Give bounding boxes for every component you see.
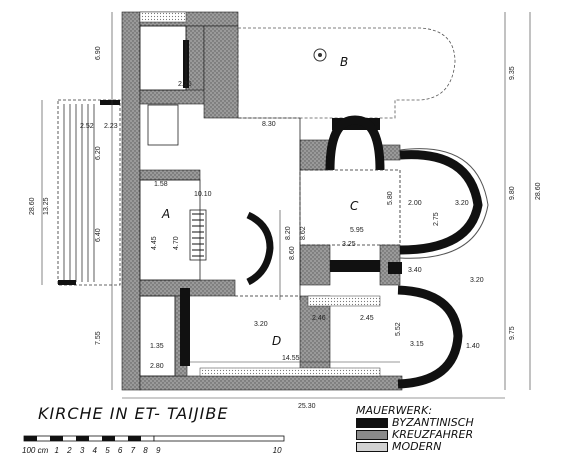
- dim-label: 9.35: [509, 66, 516, 80]
- scale-tick: 9: [155, 446, 161, 455]
- dim-label: 6.90: [95, 46, 102, 60]
- dim-label: 8.60: [289, 246, 296, 260]
- dim-label: 5.80: [387, 191, 394, 205]
- scale-tick: 2: [67, 446, 72, 455]
- dim-label: 6.20: [95, 146, 102, 160]
- legend-swatch-modern: [356, 442, 388, 452]
- dim-label: 2.80: [150, 363, 164, 370]
- scale-tick: 8: [143, 446, 148, 455]
- dim-label: 1.40: [466, 343, 480, 350]
- dim-label: 2.46: [312, 315, 326, 322]
- dim-label: 2.00: [408, 200, 422, 207]
- dim-label: 3.40: [408, 267, 422, 274]
- courtyard-b: [237, 27, 456, 119]
- dim-label: 8.20: [285, 226, 292, 240]
- dim-label: 2.45: [360, 315, 374, 322]
- legend: MAUERWERK: BYZANTINISCH KREUZFAHRER MODE…: [356, 405, 474, 453]
- legend-item: KREUZFAHRER: [356, 429, 474, 441]
- legend-item: MODERN: [356, 441, 474, 453]
- dim-label: 2.75: [433, 212, 440, 226]
- room-label-b: B: [340, 55, 348, 69]
- scale-tick: 1: [54, 446, 59, 455]
- dim-label: 13.25: [43, 197, 50, 215]
- dim-label: 3.20: [470, 277, 484, 284]
- dim-label: 4.70: [173, 236, 180, 250]
- legend-label: KREUZFAHRER: [392, 428, 474, 441]
- dim-label: 28.60: [535, 182, 542, 200]
- plan-title: KIRCHE IN ET- TAIJIBE: [38, 404, 229, 423]
- dim-label: 3.20: [455, 200, 469, 207]
- dim-label: 5.52: [395, 322, 402, 336]
- apse-c: [325, 115, 385, 171]
- dim-label: 7.55: [95, 331, 102, 345]
- scale-tick: 6: [117, 446, 123, 455]
- dim-label: 10.10: [194, 191, 212, 198]
- dim-label: 2.25: [178, 81, 192, 88]
- scale-tick: 7: [130, 446, 136, 455]
- crusader-walls: [121, 11, 403, 391]
- scale-tick: 3: [79, 446, 85, 455]
- dim-label: 1.35: [150, 343, 164, 350]
- room-label-c: C: [350, 199, 359, 213]
- modern-walls: [139, 11, 381, 377]
- legend-label: MODERN: [392, 440, 442, 453]
- room-label-d: D: [272, 334, 281, 348]
- dim-label: 5.95: [350, 227, 364, 234]
- legend-swatch-crusader: [356, 430, 388, 440]
- dim-label: 8.30: [262, 121, 276, 128]
- legend-swatch-byzantine: [356, 418, 388, 428]
- dimension-lines: [41, 12, 531, 399]
- room-label-a: A: [161, 207, 170, 221]
- legend-item: BYZANTINISCH: [356, 417, 474, 429]
- legend-header: MAUERWERK:: [356, 404, 433, 417]
- left-extension: [57, 99, 121, 286]
- dim-label: 6.40: [95, 228, 102, 242]
- dim-label: 28.60: [29, 197, 36, 215]
- apse-east-lower: [397, 285, 463, 389]
- apse-a: [246, 211, 274, 286]
- dim-label: 9.75: [509, 326, 516, 340]
- dim-label: 1.58: [154, 181, 168, 188]
- dim-label: 8.62: [300, 226, 307, 240]
- dim-label: 2.52: [80, 123, 94, 130]
- scale-tick: 10: [272, 446, 282, 455]
- scale-tick: 5: [105, 446, 110, 455]
- dim-label: 4.45: [151, 236, 158, 250]
- dim-label: 3.15: [410, 341, 424, 348]
- stairs: [192, 213, 204, 257]
- scale-bar: [23, 435, 285, 442]
- dim-label: 9.80: [509, 186, 516, 200]
- interior-outlines: [139, 25, 401, 377]
- dim-label: 3.25: [342, 241, 356, 248]
- scale-tick: 4: [92, 446, 97, 455]
- scale-unit: 100 cm: [22, 446, 49, 455]
- dim-label: 2.23: [104, 123, 118, 130]
- legend-label: BYZANTINISCH: [392, 416, 474, 429]
- scale-labels: 100 cm 1 2 3 4 5 6 7 8 9 10: [22, 446, 282, 455]
- dim-label: 25.30: [298, 403, 316, 410]
- apse-east-upper: [399, 148, 489, 259]
- dim-label: 14.55: [282, 355, 300, 362]
- dim-label: 3.20: [254, 321, 268, 328]
